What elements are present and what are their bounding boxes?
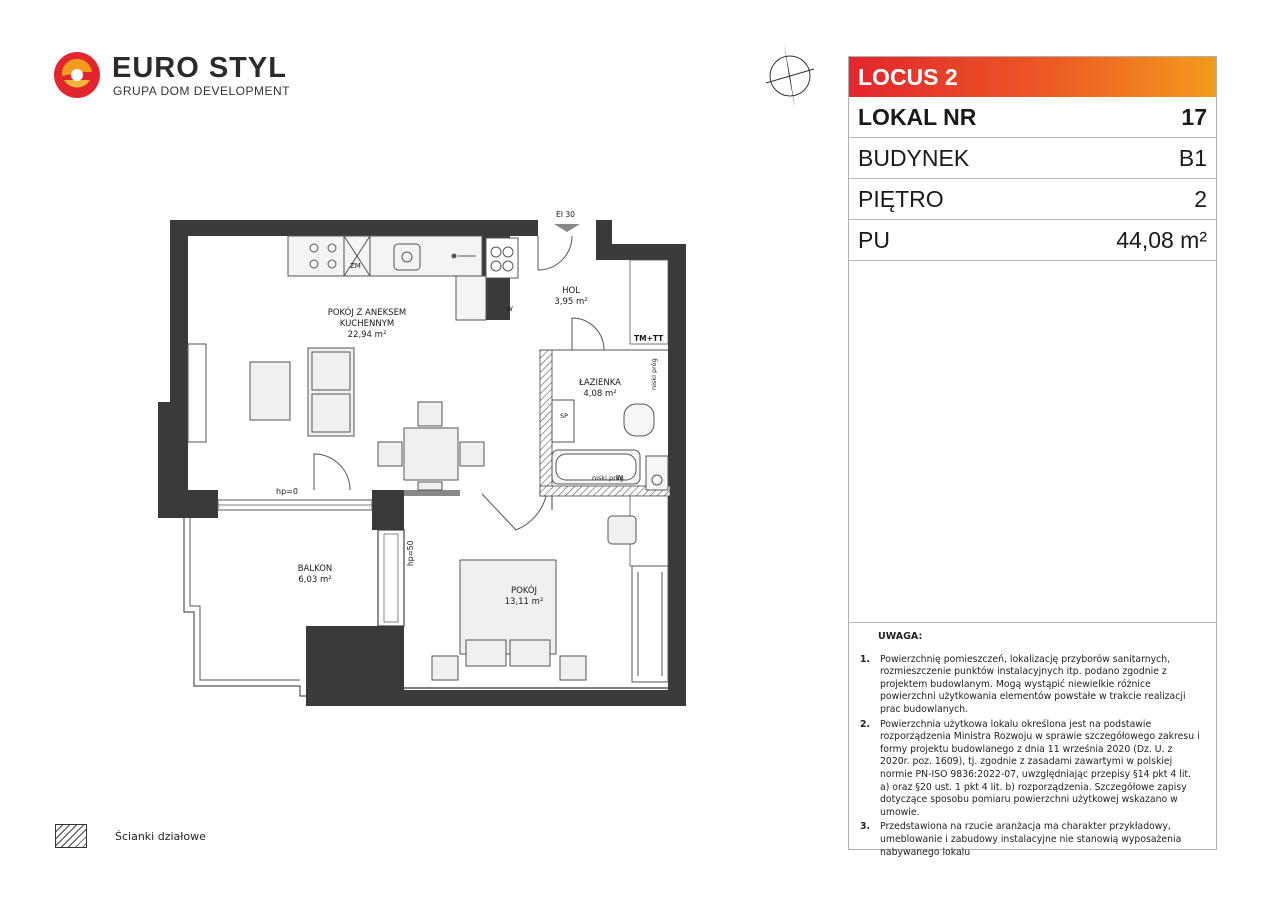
- pietro-value: 2: [1194, 185, 1207, 212]
- hall-name: HOL: [562, 286, 580, 296]
- bathroom-name: ŁAZIENKA: [579, 378, 621, 388]
- tm-tt-label: TM+TT: [634, 334, 664, 343]
- budynek-row: BUDYNEK B1: [849, 138, 1216, 179]
- north-arrow-icon: [765, 44, 815, 108]
- lokal-value: 17: [1181, 103, 1207, 130]
- note-text: Przedstawiona na rzucie aranżacja ma cha…: [880, 821, 1182, 858]
- unit-info-panel: LOCUS 2 LOKAL NR 17 BUDYNEK B1 PIĘTRO 2 …: [848, 56, 1217, 850]
- balcony-name: BALKON: [297, 564, 333, 574]
- bedroom-label: POKÓJ 13,11 m²: [496, 586, 552, 608]
- bathroom-label: ŁAZIENKA 4,08 m²: [574, 378, 626, 400]
- lokal-row: LOKAL NR 17: [849, 97, 1216, 138]
- bathroom-fixtures: [551, 399, 669, 491]
- project-banner: LOCUS 2: [849, 57, 1216, 97]
- living-room-area: 22,94 m²: [347, 330, 387, 340]
- note-number: 1.: [860, 653, 871, 665]
- budynek-value: B1: [1178, 144, 1207, 171]
- note-text: Powierzchnia użytkowa lokalu określona j…: [880, 718, 1200, 818]
- notes-section: UWAGA: 1. Powierzchnię pomieszczeń, loka…: [848, 622, 1217, 861]
- balcony-label: BALKON 6,03 m²: [288, 564, 342, 586]
- partition-wall-swatch: [55, 824, 87, 848]
- note-item: 1. Powierzchnię pomieszczeń, lokalizację…: [860, 654, 1203, 717]
- bedroom-furniture: [431, 515, 669, 683]
- lokal-label: LOKAL NR: [858, 103, 977, 130]
- door-rating-label: EI 30: [556, 210, 575, 219]
- note-text: Powierzchnię pomieszczeń, lokalizację pr…: [880, 653, 1186, 715]
- living-room-label: POKÓJ Z ANEKSEM KUCHENNYM 22,94 m²: [300, 308, 434, 341]
- notes-title: UWAGA:: [878, 631, 923, 642]
- pu-row: PU 44,08 m²: [849, 220, 1216, 261]
- zm-label: ZM: [350, 262, 361, 270]
- hall-label: HOL 3,95 m²: [548, 286, 594, 308]
- kitchen-counter: [287, 235, 519, 321]
- bathroom-area: 4,08 m²: [583, 389, 617, 399]
- doors: [313, 224, 605, 531]
- w-label-kitchen: W: [506, 305, 513, 313]
- hall-area: 3,95 m²: [554, 297, 588, 307]
- budynek-label: BUDYNEK: [858, 144, 970, 171]
- w-label-bath: W: [616, 474, 623, 482]
- hp50-label: hp=50: [406, 540, 415, 566]
- eurostyl-logo-icon: [54, 52, 100, 98]
- note-number: 2.: [860, 718, 871, 730]
- bedroom-area: 13,11 m²: [504, 597, 544, 607]
- legend-label: Ścianki działowe: [115, 829, 206, 843]
- note-number: 3.: [860, 821, 871, 833]
- pietro-row: PIĘTRO 2: [849, 179, 1216, 220]
- living-furniture: [249, 347, 485, 491]
- hp0-label: hp=0: [276, 487, 298, 496]
- bedroom-name: POKÓJ: [510, 586, 538, 596]
- niski-prog-label-2: niski próg: [650, 358, 658, 390]
- note-item: 2. Powierzchnia użytkowa lokalu określon…: [860, 719, 1203, 820]
- living-room-name-line-2: KUCHENNYM: [339, 319, 395, 329]
- pietro-label: PIĘTRO: [858, 185, 944, 212]
- niski-prog-label-1: niski próg: [592, 474, 624, 482]
- pu-label: PU: [858, 226, 890, 253]
- sp-label: SP: [560, 412, 569, 420]
- brand-subtitle: GRUPA DOM DEVELOPMENT: [113, 84, 290, 98]
- brand-name: EURO STYL: [112, 52, 287, 84]
- living-room-name-line-1: POKÓJ Z ANEKSEM: [327, 308, 407, 318]
- windows: [187, 343, 373, 511]
- brand-logo: EURO STYL GRUPA DOM DEVELOPMENT: [52, 50, 289, 106]
- balcony-area: 6,03 m²: [298, 575, 332, 585]
- interior-walls: [404, 259, 671, 567]
- pu-value: 44,08 m²: [1116, 226, 1207, 253]
- legend: Ścianki działowe: [55, 824, 206, 848]
- note-item: 3. Przedstawiona na rzucie aranżacja ma …: [860, 821, 1203, 859]
